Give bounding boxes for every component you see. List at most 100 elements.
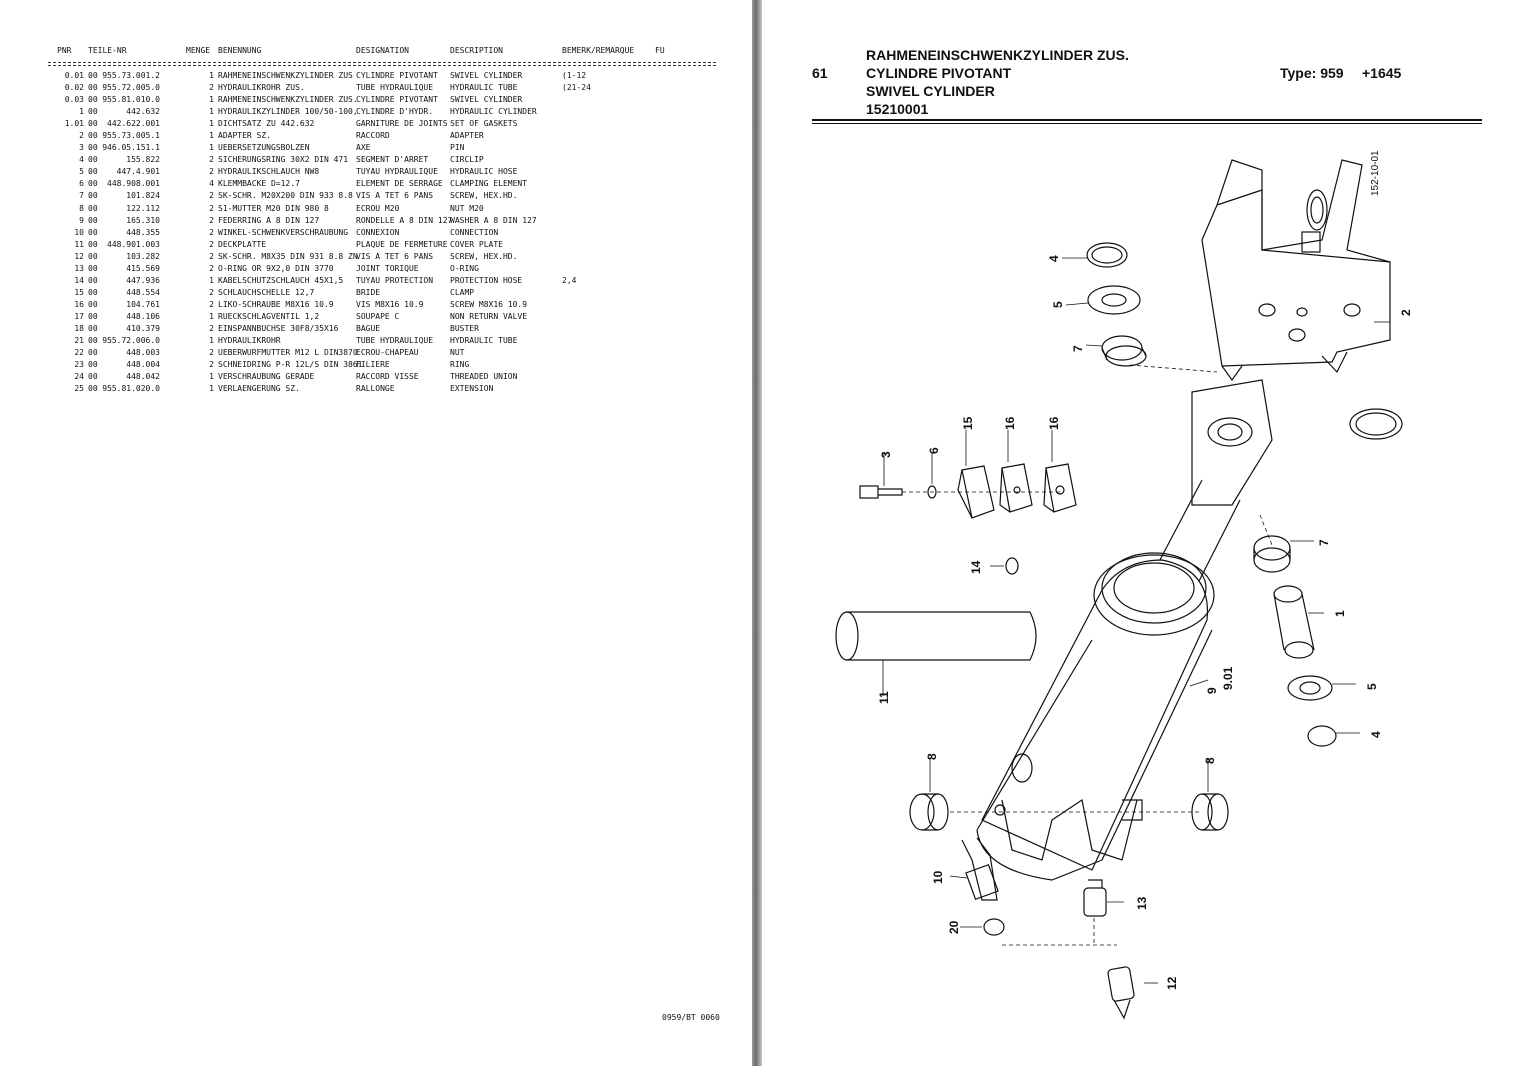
- cell-designation: CYLINDRE PIVOTANT: [356, 71, 438, 80]
- cell-description: EXTENSION: [450, 384, 494, 394]
- cell-sub: 00: [88, 155, 98, 165]
- cell-designation: VIS A TET 6 PANS: [356, 191, 434, 201]
- cell-pnr: 15: [74, 287, 84, 297]
- cell-benennung: WINKEL-SCHWENKVERSCHRAUBUNG: [218, 227, 349, 237]
- cell-bemerk: (1-12: [562, 71, 587, 80]
- cell-sub: 00: [88, 299, 98, 309]
- cell-pnr: 9: [79, 215, 84, 225]
- callout-5: 5: [1365, 683, 1379, 690]
- cell-sub: 00: [88, 131, 98, 141]
- cell-benennung: KABELSCHUTZSCHLAUCH 45X1,5: [218, 275, 344, 285]
- cell-description: SET OF GASKETS: [450, 119, 518, 129]
- cell-pnr: 24: [74, 372, 84, 382]
- protection-hose: [835, 611, 1037, 661]
- cell-pnr: 4: [79, 155, 84, 165]
- header-rule: [48, 65, 716, 66]
- cell-designation: GARNITURE DE JOINTS: [356, 119, 448, 129]
- callout-7: 7: [1317, 539, 1331, 546]
- cell-pnr: 22: [74, 348, 84, 358]
- col-header-teile-nr: TEILE-NR: [88, 46, 127, 55]
- title-part-number: 15210001: [866, 101, 929, 117]
- cell-sub: 00: [88, 263, 98, 273]
- circlip-right: [1307, 725, 1337, 747]
- callout-10: 10: [931, 870, 945, 884]
- page-number: 61: [812, 65, 828, 81]
- cell-designation: BRIDE: [356, 287, 381, 297]
- cell-menge: 1: [209, 107, 214, 117]
- cell-designation: SEGMENT D'ARRET: [356, 155, 429, 165]
- cell-pnr: 0.03: [64, 95, 84, 105]
- cell-sub: 00: [88, 143, 98, 153]
- cell-description: NUT M20: [450, 203, 484, 213]
- cell-sub: 00: [88, 179, 98, 189]
- cell-pnr: 0.01: [64, 71, 84, 80]
- cell-sub: 00: [88, 287, 98, 297]
- cell-designation: BAGUE: [356, 323, 381, 333]
- cell-menge: 1: [209, 336, 214, 346]
- swivel-connection: [961, 837, 999, 901]
- cell-description: NUT: [450, 348, 465, 358]
- callout-12: 12: [1165, 976, 1179, 990]
- cell-teile-nr: 442.622.001: [107, 119, 160, 129]
- cell-teile-nr: 955.73.001.2: [102, 71, 160, 80]
- clamping-element-a: [999, 463, 1033, 513]
- cell-benennung: ADAPTER SZ.: [218, 131, 271, 141]
- cell-menge: 2: [209, 227, 214, 237]
- cell-benennung: S1-MUTTER M20 DIN 980 8: [218, 203, 329, 213]
- cell-pnr: 8: [79, 203, 84, 213]
- cell-benennung: DICHTSATZ ZU 442.632: [218, 119, 315, 129]
- callout-20: 20: [947, 920, 961, 934]
- cell-menge: 2: [209, 299, 214, 309]
- cell-teile-nr: 103.282: [126, 251, 160, 261]
- cell-pnr: 11: [74, 239, 84, 249]
- cell-description: SWIVEL CYLINDER: [450, 95, 523, 105]
- cell-sub: 00: [88, 323, 98, 333]
- cell-benennung: RAHMENEINSCHWENKZYLINDER ZUS.: [218, 95, 358, 105]
- cell-benennung: HYDRAULIKSCHLAUCH NW8: [218, 167, 320, 177]
- cell-bemerk: 2,4: [562, 275, 577, 285]
- cell-benennung: VERLAENGERUNG SZ.: [218, 384, 300, 394]
- cell-pnr: 1: [79, 107, 84, 117]
- cell-designation: ELEMENT DE SERRAGE: [356, 179, 443, 189]
- callout-8: 8: [925, 753, 939, 760]
- cell-pnr: 1.01: [64, 119, 84, 129]
- cell-teile-nr: 101.824: [126, 191, 160, 201]
- cell-sub: 00: [88, 71, 98, 80]
- cell-designation: VIS A TET 6 PANS: [356, 251, 434, 261]
- cell-menge: 2: [209, 239, 214, 249]
- cell-teile-nr: 447.936: [126, 275, 160, 285]
- cell-teile-nr: 448.106: [126, 311, 160, 321]
- callout-2: 2: [1399, 309, 1413, 316]
- washer-right-top: [1349, 408, 1403, 440]
- cell-menge: 2: [209, 348, 214, 358]
- cell-benennung: RAHMENEINSCHWENKZYLINDER ZUS: [218, 71, 353, 80]
- cell-menge: 1: [209, 372, 214, 382]
- cell-sub: 00: [88, 215, 98, 225]
- exploded-view-drawing: 4 5 7 2 152-10-01 3 6 15 16 16 14 7 1 11…: [835, 150, 1413, 1020]
- table-row: 0.01 00 955.73.001.2 1 RAHMENEINSCHWENKZYLIN…: [0, 71, 752, 83]
- cell-menge: 1: [209, 71, 214, 80]
- cell-benennung: DECKPLATTE: [218, 239, 267, 249]
- cell-teile-nr: 122.112: [126, 203, 160, 213]
- cell-sub: 00: [88, 336, 98, 346]
- cell-teile-nr: 415.569: [126, 263, 160, 273]
- drawing-page: 61 RAHMENEINSCHWENKZYLINDER ZUS. CYLINDR…: [762, 0, 1517, 1066]
- cell-pnr: 0.02: [64, 83, 84, 93]
- cell-teile-nr: 955.72.005.0: [102, 83, 160, 93]
- callout-15: 15: [961, 416, 975, 430]
- header-rule: [48, 62, 716, 63]
- cell-sub: 00: [88, 107, 98, 117]
- cell-benennung: EINSPANNBUCHSE 30F8/35X16: [218, 323, 339, 333]
- cell-designation: TUBE HYDRAULIQUE: [356, 83, 434, 93]
- callout-16: 16: [1047, 416, 1061, 430]
- cell-teile-nr: 448.003: [126, 348, 160, 358]
- cell-description: BUSTER: [450, 323, 479, 333]
- cell-description: RING: [450, 360, 470, 370]
- cell-sub: 00: [88, 203, 98, 213]
